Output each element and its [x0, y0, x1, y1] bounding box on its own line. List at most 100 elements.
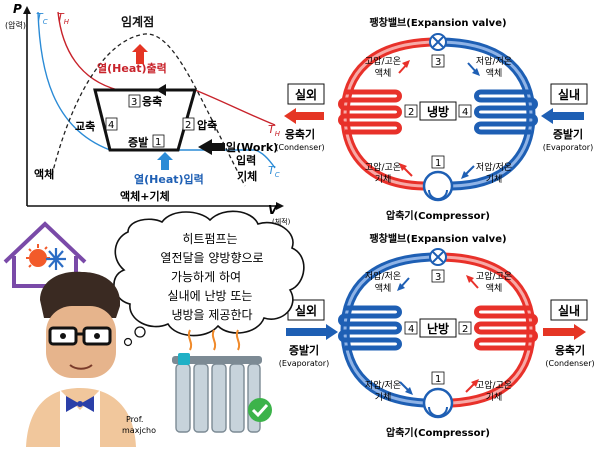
cooling-flow-arrowhead-1 — [402, 60, 410, 68]
professor-avatar — [26, 271, 136, 447]
pv-diagram: P (압력) V (체적) TC TH 임계점 열(Heat)출력 3 응축 교… — [5, 2, 291, 226]
heating-heat-in-arrow — [286, 324, 338, 340]
heating-compressor-label: 압축기(Compressor) — [386, 426, 490, 439]
cooling-flow-arrowhead-2 — [472, 68, 480, 76]
isotherm-tc — [37, 11, 276, 169]
evaporate-num: 1 — [155, 137, 161, 148]
heating-flow-arrowhead-3 — [405, 387, 413, 395]
bubble-line5: 냉방을 제공한다 — [171, 308, 252, 322]
compress-num: 2 — [185, 120, 191, 131]
heating-center-label: 난방 — [427, 321, 449, 336]
evaporator-coil-heating-ends — [338, 305, 402, 351]
expand-label: 교축 — [75, 119, 95, 133]
heating-evaporator-en: (Evaporator) — [279, 359, 329, 368]
radiator-icon — [172, 329, 272, 433]
cooling-lp-liquid-b: 액체 — [486, 67, 503, 79]
heating-compressor-arc — [428, 406, 448, 417]
bubble-line3: 가능하게 하여 — [171, 270, 241, 284]
heat-out-arrow — [132, 44, 148, 64]
th-top-label: TH — [57, 11, 70, 26]
saturation-dome — [51, 33, 246, 187]
cooling-indoor-box — [550, 83, 588, 105]
heat-out-label: 열(Heat)출력 — [97, 61, 167, 75]
cooling-heat-out-arrow — [284, 108, 324, 124]
credit-line1: Prof. — [126, 415, 143, 424]
heating-valve-label: 팽창밸브(Expansion valve) — [369, 232, 506, 245]
cooling-condenser-en: (Condenser) — [275, 143, 324, 152]
cooling-num1-box — [431, 155, 445, 169]
credit-line2: maxjcho — [122, 426, 156, 435]
work-label: 일(Work) — [226, 140, 278, 154]
cooling-center-label: 냉방 — [427, 104, 449, 119]
cooling-center-box — [419, 101, 457, 121]
heating-num2: 2 — [462, 324, 468, 335]
cooling-valve-num: 3 — [435, 57, 441, 68]
gas-label: 기체 — [237, 169, 257, 183]
cooling-outdoor-box — [287, 83, 325, 105]
expand-num-box — [105, 117, 118, 131]
cooling-valve-num-box — [431, 54, 445, 68]
heating-hp-liquid-a: 고압/고온 — [476, 270, 512, 282]
compress-label: 압축 — [197, 118, 217, 132]
expand-num: 4 — [108, 120, 114, 131]
cooling-compressor-label: 압축기(Compressor) — [386, 209, 490, 222]
cycle-arrow — [156, 84, 166, 96]
valve-cross — [432, 36, 444, 48]
heating-hp-gas-b: 기체 — [486, 392, 503, 403]
cooling-num2-box — [404, 104, 418, 118]
cooling-compressor-icon — [422, 170, 454, 202]
cooling-compressor-arc — [428, 189, 448, 200]
cooling-lp-gas-a: 저압/저온 — [476, 161, 512, 173]
heating-lp-liquid-b: 액체 — [375, 282, 392, 294]
compress-num-box — [182, 117, 195, 131]
work-in-label: 입력 — [236, 154, 256, 167]
cooling-evaporator-en: (Evaporator) — [543, 143, 593, 152]
heating-flow-arrowhead-4 — [471, 379, 479, 387]
heating-num1-box — [431, 371, 445, 385]
heating-indoor-label: 실내 — [558, 303, 580, 318]
cooling-indoor-label: 실내 — [558, 87, 580, 102]
heating-num1: 1 — [435, 374, 441, 385]
heating-flow-arrowhead-2 — [466, 275, 474, 283]
cooling-outdoor-label: 실외 — [295, 87, 317, 102]
cooling-hp-gas-a: 고압/고온 — [365, 161, 401, 173]
cooling-condenser-ko: 응축기 — [285, 127, 315, 141]
heating-valve-cross — [432, 251, 444, 263]
heating-lp-gas-a: 저압/저온 — [365, 379, 401, 391]
heating-hp-gas-a: 고압/고온 — [476, 379, 512, 391]
bubble-line4: 실내에 난방 또는 — [168, 289, 253, 303]
heating-lp-gas-b: 기체 — [375, 392, 392, 403]
cooling-cycle: 팽창밸브(Expansion valve) 3 고압/고온 액체 저압/저온 액… — [275, 16, 593, 222]
cooling-hp-liquid-a: 고압/고온 — [365, 55, 401, 67]
tc-right-label: TC — [268, 164, 280, 179]
cooling-num4: 4 — [462, 107, 468, 118]
heating-cycle: 팽창밸브(Expansion valve) 3 저압/저온 액체 고압/고온 액… — [279, 232, 595, 439]
p-axis-unit: (압력) — [5, 20, 26, 30]
cooling-num4-box — [458, 104, 472, 118]
condense-num: 3 — [131, 97, 137, 108]
condenser-coil-cooling — [345, 89, 395, 135]
heating-num4: 4 — [408, 324, 414, 335]
th-right-label: TH — [268, 123, 281, 138]
heat-in-arrow — [157, 152, 173, 170]
condenser-coil-cooling-ends — [338, 89, 402, 135]
heating-condenser-en: (Condenser) — [545, 359, 594, 368]
heating-condenser-ko: 응축기 — [555, 343, 585, 357]
cooling-evaporator-ko: 증발기 — [553, 127, 583, 141]
heating-lp-liquid-a: 저압/저온 — [365, 270, 401, 282]
cooling-num2: 2 — [408, 107, 414, 118]
thought-bubble: 히트펌프는 열전달을 양방향으로 가능하게 하여 실내에 난방 또는 냉방을 제… — [113, 210, 305, 347]
evaporator-coil-cooling — [481, 89, 531, 135]
v-axis-unit: (체적) — [272, 217, 291, 226]
heating-evaporator-ko: 증발기 — [289, 343, 319, 357]
heat-in-label: 열(Heat)입력 — [134, 173, 204, 186]
tc-top-label: TC — [36, 11, 48, 26]
evaporate-label: 증발 — [128, 135, 148, 149]
heating-hp-liquid-b: 액체 — [486, 282, 503, 294]
evaporator-coil-heating — [345, 305, 395, 351]
cooling-lp-gas-b: 기체 — [486, 174, 503, 185]
bubble-line2: 열전달을 양방향으로 — [160, 251, 263, 265]
heating-outdoor-label: 실외 — [295, 303, 317, 318]
condense-num-box — [128, 94, 141, 108]
